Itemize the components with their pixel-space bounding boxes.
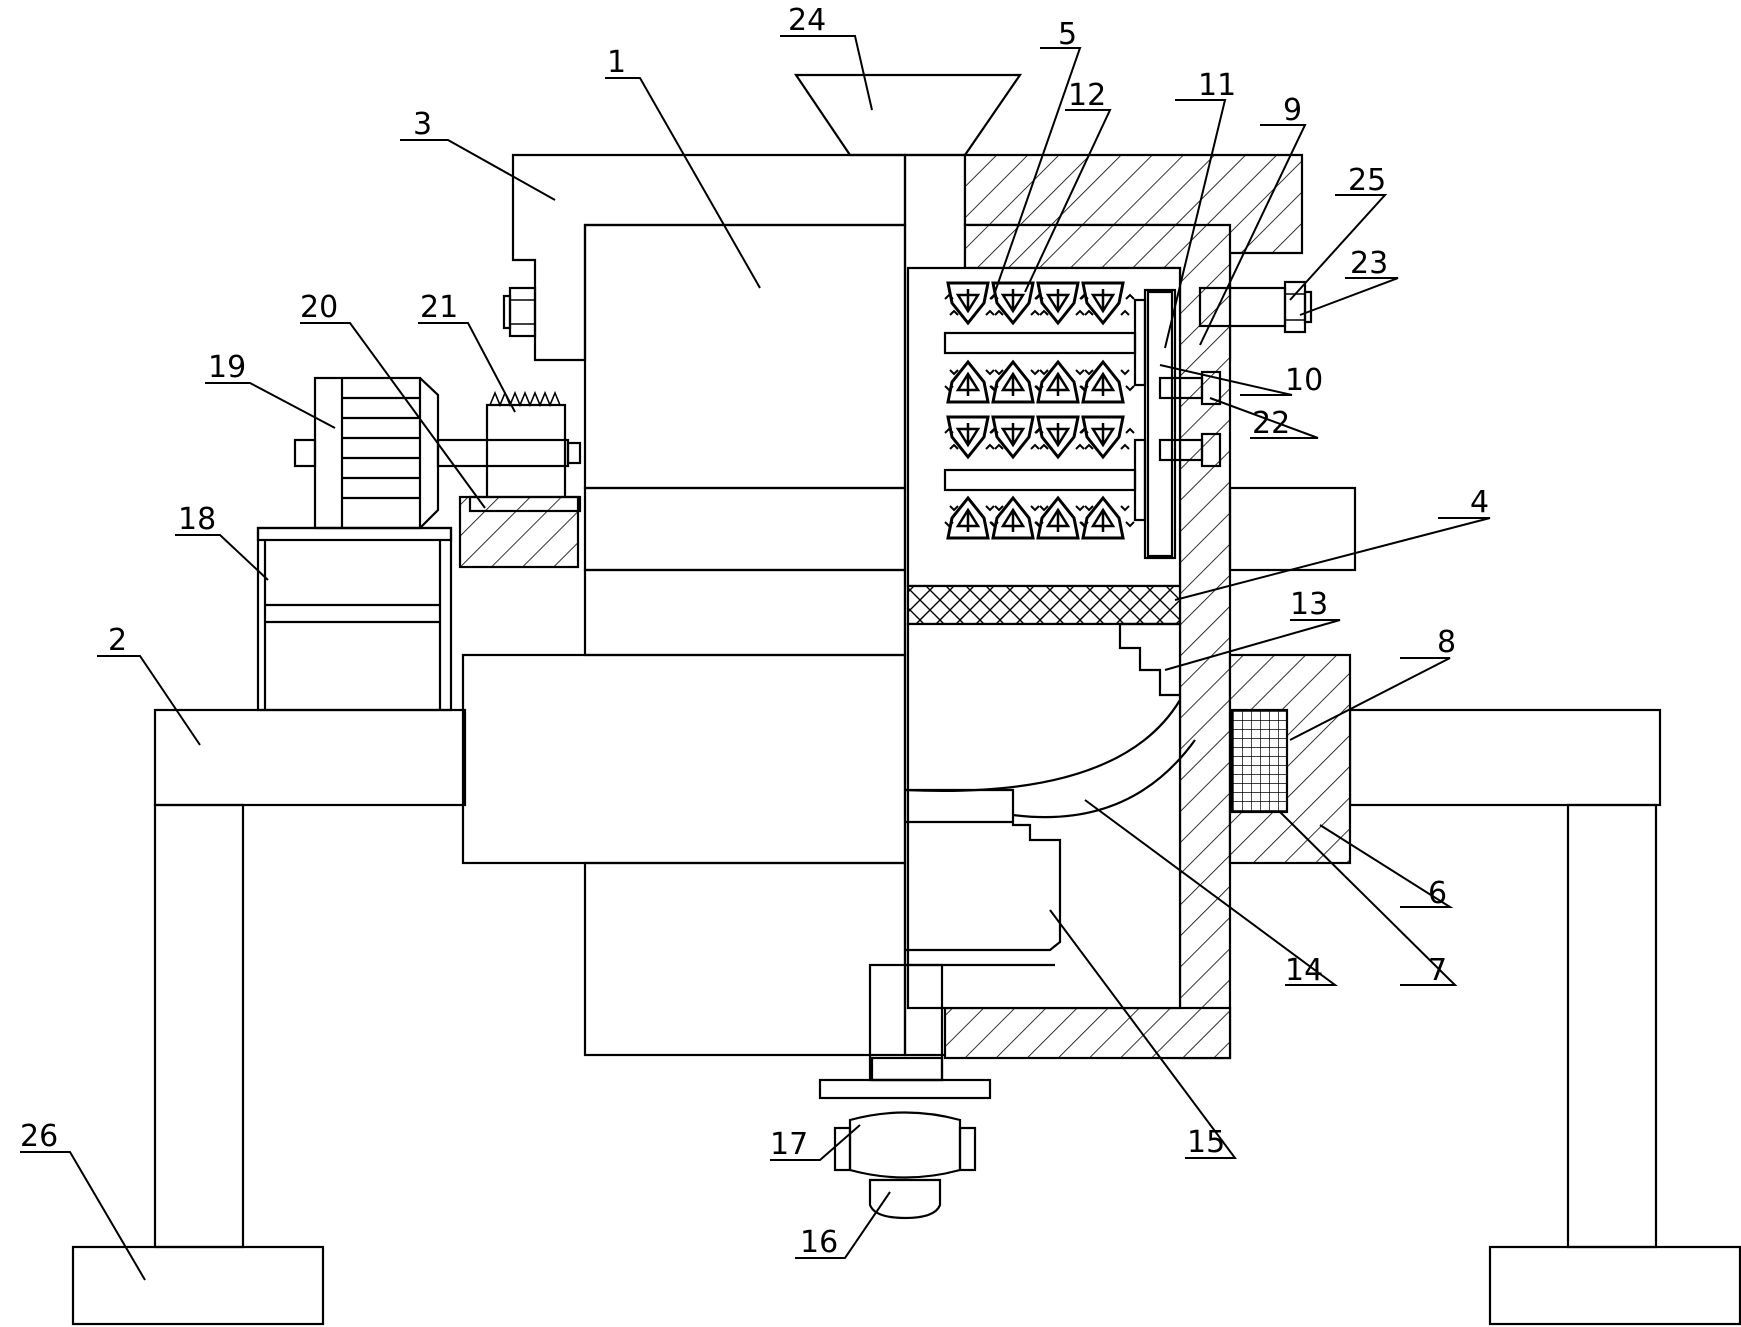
label-26: 26 <box>20 1119 58 1154</box>
main-body <box>461 153 907 1057</box>
label-5: 5 <box>1058 17 1077 52</box>
outlet <box>818 963 992 1220</box>
cutter-3-3 <box>1079 495 1135 540</box>
label-23: 23 <box>1350 246 1388 281</box>
label-11: 11 <box>1198 68 1236 103</box>
label-10: 10 <box>1285 363 1323 398</box>
cutter-0-0 <box>944 281 1000 326</box>
filter-housing <box>1228 653 1352 865</box>
label-12: 12 <box>1068 78 1106 113</box>
cutter-2-3 <box>1079 415 1135 460</box>
part-labels: 1 2 3 4 5 6 7 8 9 10 11 12 13 14 15 16 1… <box>20 3 1489 1260</box>
label-2: 2 <box>108 623 127 658</box>
adjust-bolt <box>1198 280 1313 334</box>
motor-stand <box>256 526 453 712</box>
motor <box>293 376 582 530</box>
cutter-0-1 <box>989 281 1045 326</box>
label-21: 21 <box>420 290 458 325</box>
hopper <box>793 73 1023 157</box>
cutter-1-0 <box>944 359 1000 404</box>
label-8: 8 <box>1437 625 1456 660</box>
label-1: 1 <box>607 45 626 80</box>
label-15: 15 <box>1187 1125 1225 1160</box>
label-16: 16 <box>800 1225 838 1260</box>
label-25: 25 <box>1348 163 1386 198</box>
label-13: 13 <box>1290 587 1328 622</box>
label-24: 24 <box>788 3 826 38</box>
gear-block <box>458 390 582 569</box>
bolts <box>1158 370 1222 468</box>
base-frame <box>71 708 1741 1326</box>
cutter-1-3 <box>1079 359 1135 404</box>
cutter-2-1 <box>989 415 1045 460</box>
cutter-1-1 <box>989 359 1045 404</box>
label-20: 20 <box>300 290 338 325</box>
cutter-3-0 <box>944 495 1000 540</box>
roller-shafts <box>943 288 1177 560</box>
label-4: 4 <box>1470 485 1489 520</box>
label-14: 14 <box>1285 953 1323 988</box>
cutter-0-3 <box>1079 281 1135 326</box>
label-19: 19 <box>208 350 246 385</box>
cutter-1-2 <box>1034 359 1090 404</box>
leader-lines <box>20 35 1491 1281</box>
label-22: 22 <box>1252 406 1290 441</box>
label-17: 17 <box>770 1127 808 1162</box>
label-7: 7 <box>1428 953 1447 988</box>
label-18: 18 <box>178 502 216 537</box>
label-6: 6 <box>1428 876 1447 911</box>
crushing-rollers <box>944 281 1135 540</box>
label-3: 3 <box>413 107 432 142</box>
label-9: 9 <box>1283 93 1302 128</box>
